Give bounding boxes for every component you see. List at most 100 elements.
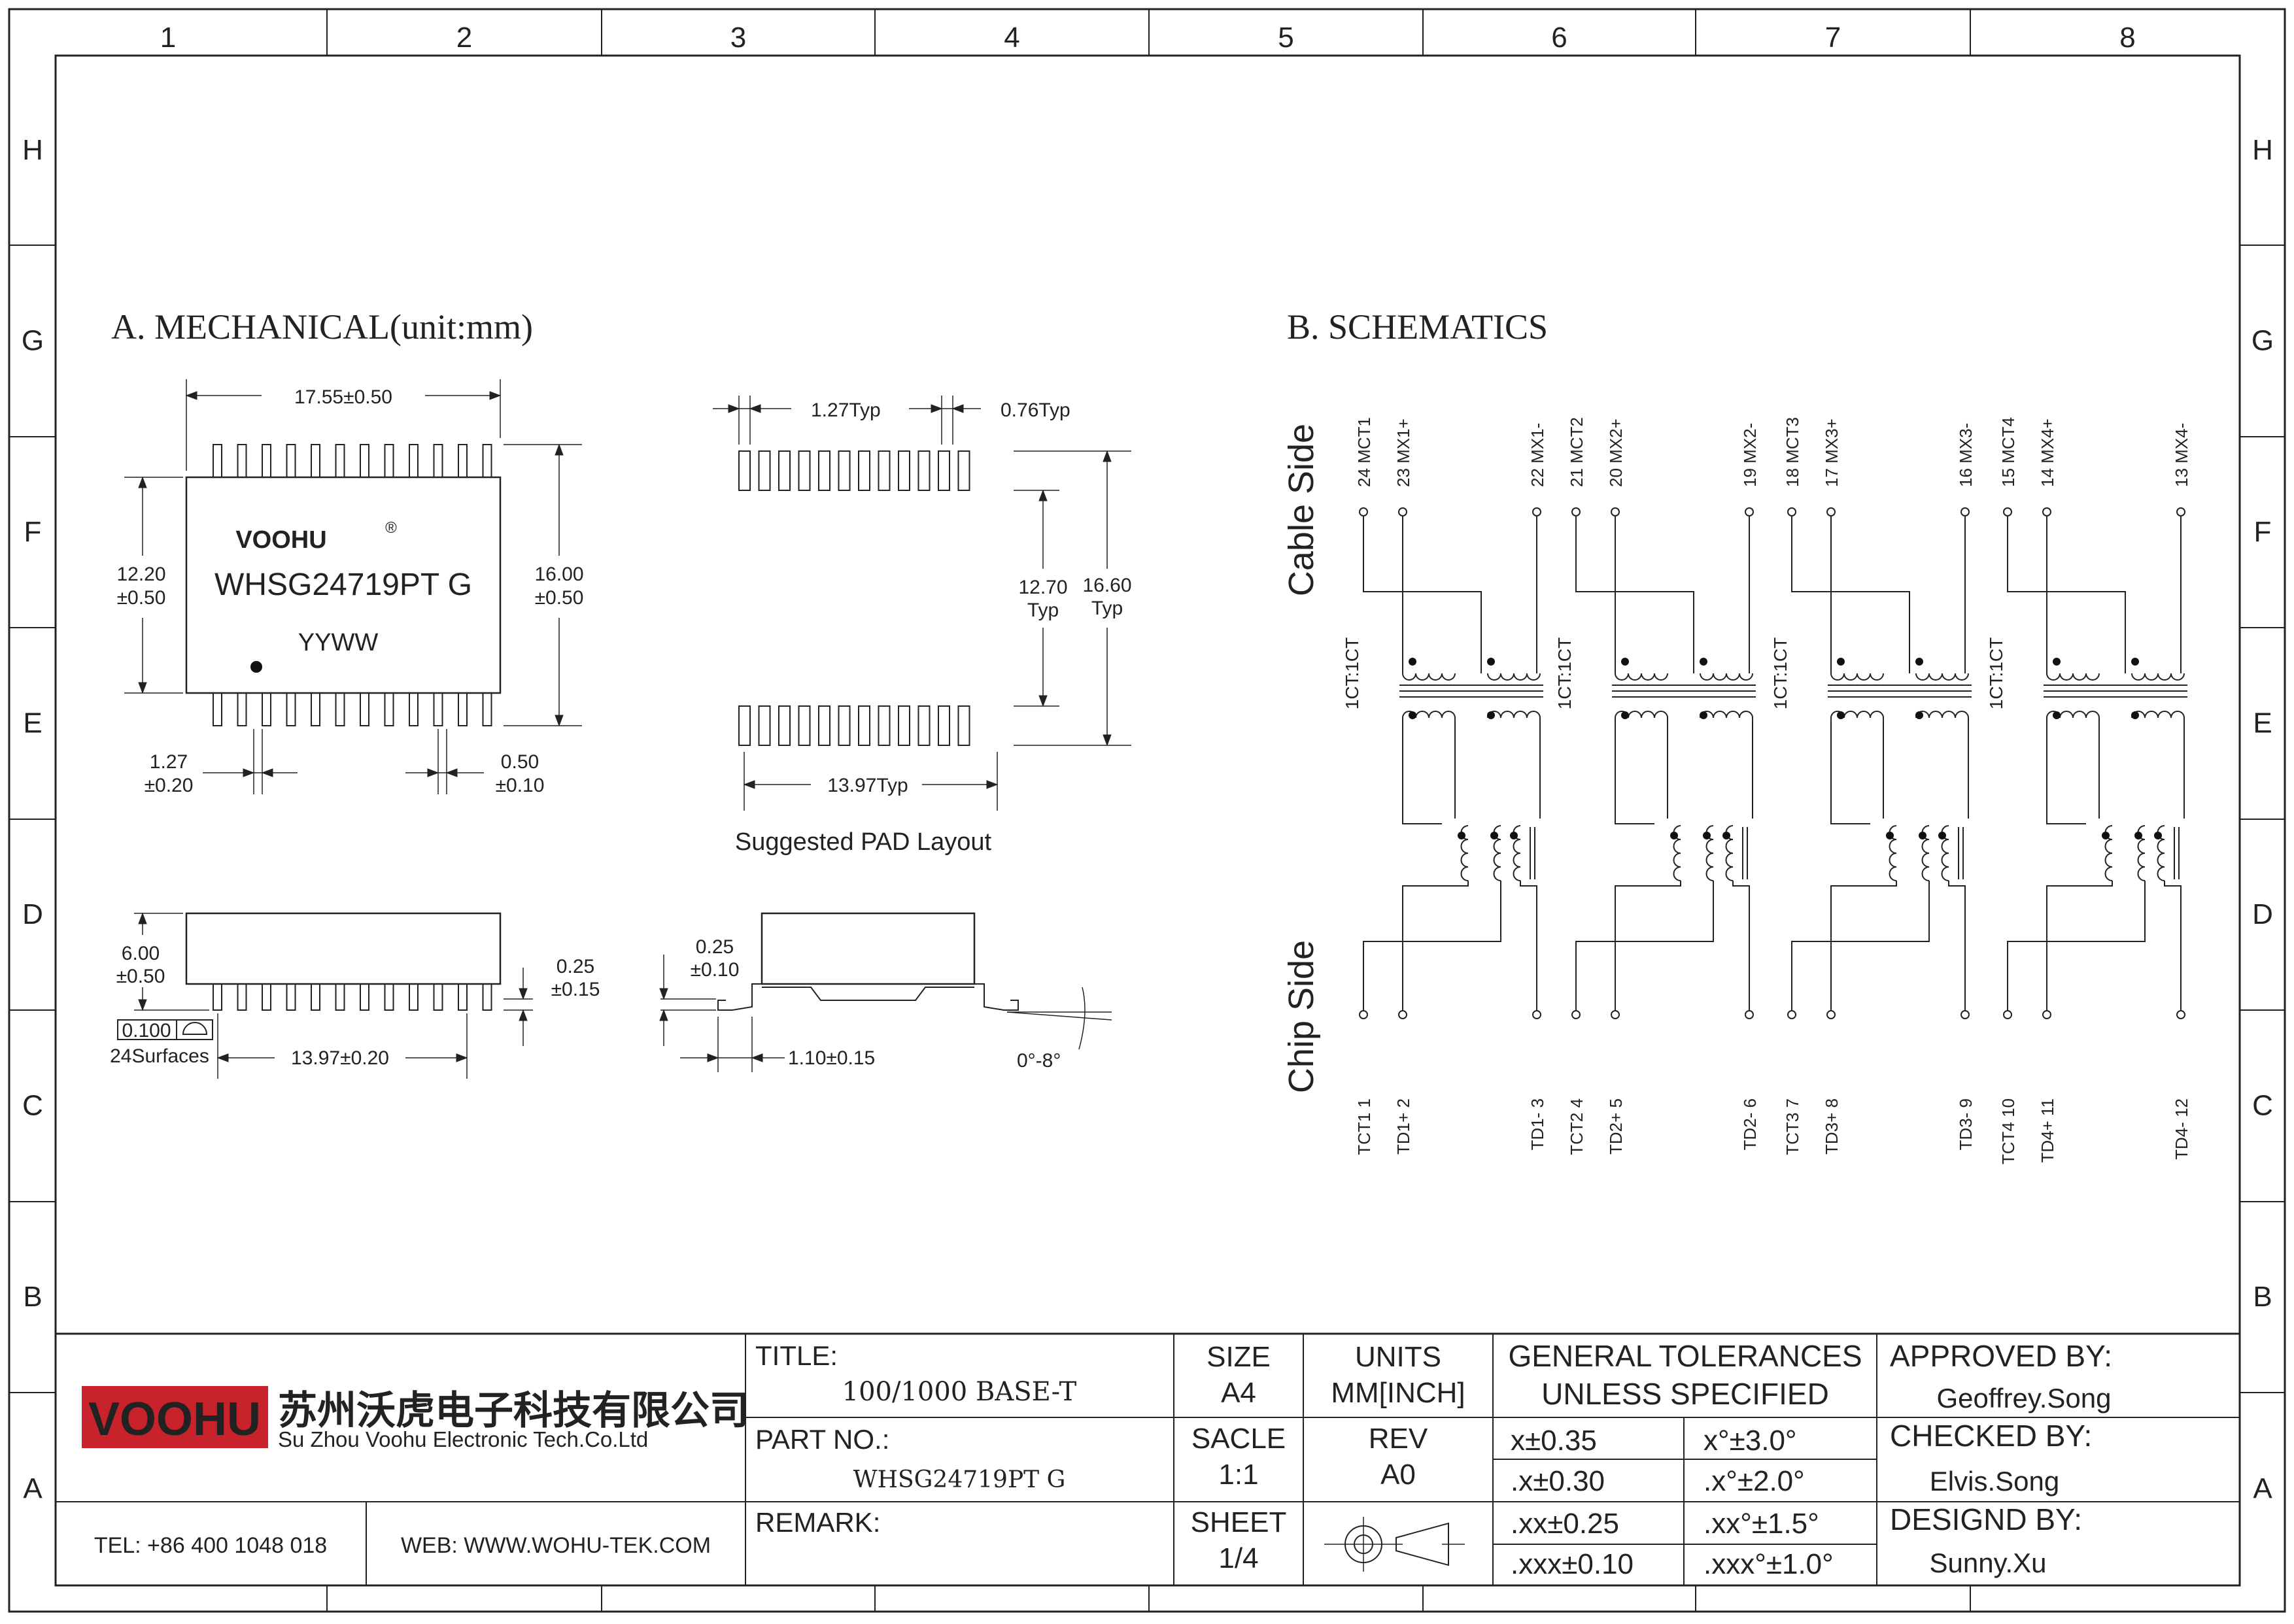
grid-row-label: H: [22, 134, 43, 166]
wire: [1363, 516, 1482, 673]
dimension-label: ±0.15: [551, 979, 600, 1000]
wire: [1402, 673, 1456, 681]
wire: [243, 768, 255, 777]
tolerance-angular: .xx°±1.5°: [1703, 1508, 1819, 1540]
dimension-label: 1.27Typ: [811, 399, 881, 421]
wire: [555, 715, 564, 727]
polarity-dot: [2134, 832, 2142, 839]
pin-label: TD1- 3: [1528, 1098, 1547, 1150]
pin-terminal: [1571, 1010, 1581, 1019]
dimension-label: 13.97±0.20: [291, 1047, 389, 1069]
pin-terminal: [1826, 507, 1836, 516]
wire: [213, 984, 222, 1011]
size-label: SIZE: [1207, 1341, 1271, 1373]
wire: [707, 1053, 719, 1062]
pin-label: TD2+ 5: [1606, 1098, 1626, 1155]
pin-label: 21 MCT2: [1567, 417, 1586, 487]
outline-rect: [878, 705, 891, 746]
wire: [1791, 516, 1910, 673]
wire: [2046, 673, 2100, 681]
wire: [519, 1009, 528, 1021]
dimension-label: 0.25: [696, 936, 734, 958]
polarity-dot: [1487, 658, 1495, 666]
outline-rect: [818, 450, 830, 491]
wire: [1395, 1522, 1449, 1566]
coplanarity-value: 0.100: [122, 1020, 171, 1041]
dimension-label: ±0.10: [496, 775, 545, 796]
part-marking: WHSG24719PT G: [214, 567, 472, 602]
wire: [182, 1022, 208, 1035]
pin-terminal: [2176, 507, 2185, 516]
pin-label: 13 MX4-: [2172, 423, 2191, 487]
pin-terminal: [1398, 507, 1407, 516]
pin-label: 23 MX1+: [1394, 418, 1413, 487]
wire: [482, 984, 492, 1011]
registered-mark: ®: [385, 519, 397, 537]
approved-value: Geoffrey.Song: [1937, 1383, 2112, 1413]
pad-layout-caption: Suggested PAD Layout: [735, 828, 992, 856]
tolerance-heading: GENERAL TOLERANCES: [1508, 1339, 1862, 1373]
pin-terminal: [1398, 1010, 1407, 1019]
pin-label: 17 MX3+: [1822, 418, 1841, 487]
dimension-label: ±0.10: [691, 959, 740, 981]
pin-terminal: [1787, 1010, 1796, 1019]
pin-terminal: [1960, 507, 1970, 516]
chip-side-label: Chip Side: [1282, 940, 1321, 1093]
wire: [1487, 673, 1541, 681]
polarity-dot: [1703, 832, 1711, 839]
size-value: A4: [1221, 1377, 1256, 1409]
outline-rect: [433, 444, 443, 478]
wire: [1732, 881, 1750, 1011]
pin-label: TCT3 7: [1783, 1098, 1802, 1155]
pin-terminal: [1745, 507, 1754, 516]
outline-rect: [818, 705, 830, 746]
tolerance-angular: .xxx°±1.0°: [1703, 1548, 1834, 1580]
ratio-label: 1CT:1CT: [1554, 637, 1575, 709]
wire: [1487, 711, 1541, 719]
outline-rect: [758, 450, 771, 491]
grid-column-label: 1: [160, 22, 176, 54]
wire: [1915, 673, 1969, 681]
telephone: TEL: +86 400 1048 018: [94, 1533, 327, 1558]
dimension-label: 0.76Typ: [1001, 399, 1070, 421]
outline-rect: [409, 692, 419, 726]
grid-row-label: E: [23, 707, 42, 739]
wire: [1575, 881, 1681, 1011]
wire: [138, 912, 147, 924]
pin-label: TD4+ 11: [2038, 1098, 2057, 1163]
approved-label: APPROVED BY:: [1890, 1339, 2112, 1373]
wire: [286, 984, 296, 1011]
wire: [1830, 718, 1870, 824]
dimension-label: ±0.50: [117, 587, 166, 609]
pin-label: TCT1 1: [1354, 1098, 1374, 1155]
outline-rect: [335, 692, 345, 726]
polarity-dot: [1886, 832, 1894, 839]
pin-terminal: [1611, 507, 1620, 516]
outline-rect: [117, 1019, 213, 1040]
polarity-dot: [2102, 832, 2110, 839]
company-logo: VOOHU: [88, 1393, 261, 1446]
outline-rect: [286, 692, 296, 726]
outline-rect: [360, 692, 369, 726]
pin-terminal: [1960, 1010, 1970, 1019]
wire: [433, 984, 443, 1011]
pin-label: 15 MCT4: [1998, 417, 2018, 487]
pin-label: 24 MCT1: [1354, 417, 1374, 487]
outline-rect: [798, 705, 811, 746]
scale-label: SACLE: [1191, 1423, 1286, 1455]
outline-rect: [957, 705, 970, 746]
outline-rect: [898, 450, 910, 491]
outline-rect: [360, 444, 369, 478]
grid-column-label: 8: [2119, 22, 2135, 54]
brand-marking: VOOHU: [235, 526, 326, 554]
polarity-dot: [2053, 711, 2061, 719]
grid-row-label: D: [2252, 898, 2273, 930]
wire: [1402, 881, 1501, 1011]
outline-rect: [858, 450, 870, 491]
pin-terminal: [2042, 1010, 2051, 1019]
polarity-dot: [2131, 658, 2139, 666]
